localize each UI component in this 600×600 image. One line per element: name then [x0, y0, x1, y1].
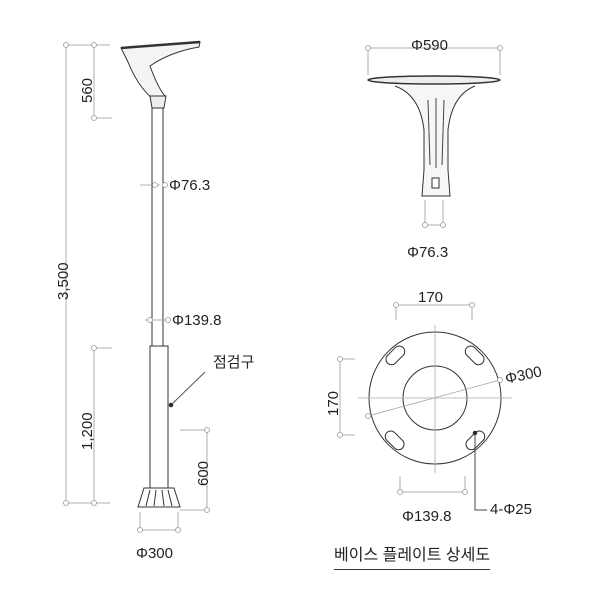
base-pole-dia-label: Φ139.8	[402, 508, 452, 525]
side-view-dimensions	[63, 42, 210, 533]
head-dia-label: Φ590	[411, 37, 448, 54]
base-dia-label: Φ300	[136, 545, 173, 562]
total-height-label: 3,500	[55, 262, 72, 300]
lower-height-label: 1,200	[79, 412, 96, 450]
bolt-holes-label: 4-Φ25	[490, 501, 532, 518]
front-view-head	[367, 75, 501, 197]
bolt-spacing-x-label: 170	[418, 289, 444, 306]
bolt-spacing-y-label: 170	[325, 390, 342, 416]
head-height-label: 560	[79, 77, 96, 103]
base-plate-dimensions	[337, 302, 503, 495]
side-view-pole	[120, 40, 206, 508]
front-view-dimensions	[365, 45, 503, 228]
front-pole-dia-label: Φ76.3	[407, 244, 449, 261]
base-height-label: 600	[195, 460, 212, 486]
base-plate	[358, 325, 512, 511]
inspection-port-label: 점검구	[213, 354, 255, 371]
base-plate-title: 베이스 플레이트 상세도	[334, 541, 491, 570]
upper-pole-dia-label: Φ76.3	[169, 177, 211, 194]
lower-pole-dia-label: Φ139.8	[172, 312, 222, 329]
